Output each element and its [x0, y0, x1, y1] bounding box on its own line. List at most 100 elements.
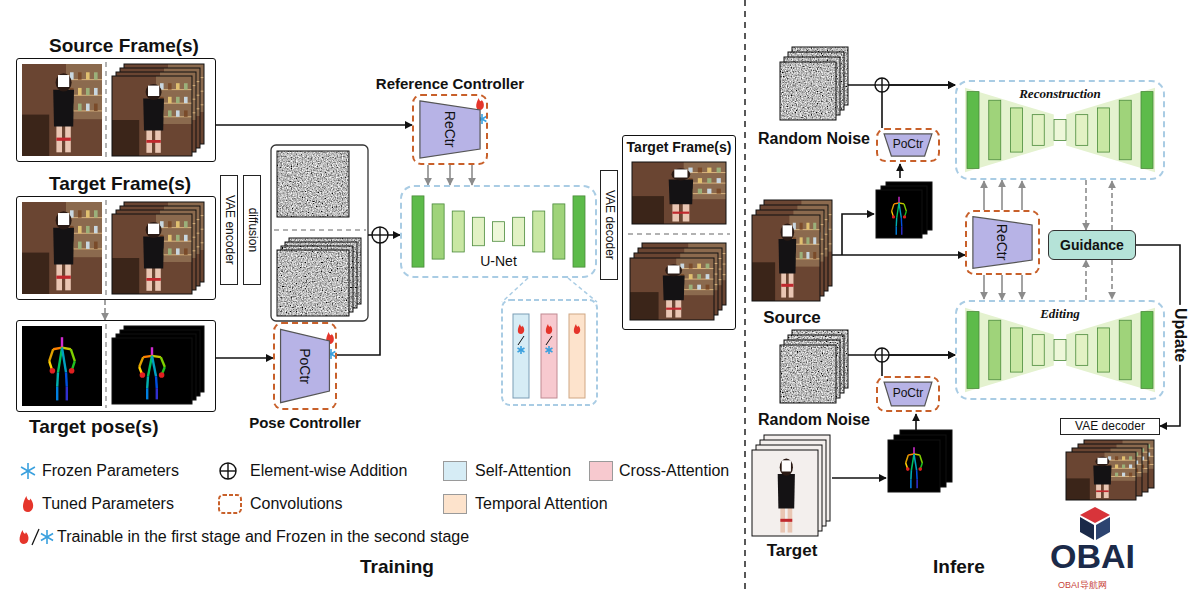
node-label: Random Noise	[758, 130, 870, 148]
bottle	[168, 235, 172, 241]
zoom-box	[502, 300, 597, 405]
convolution-sample	[219, 495, 241, 513]
connector	[216, 124, 412, 126]
bottle	[697, 285, 701, 290]
flow-arrow	[471, 165, 473, 185]
bottle	[94, 104, 98, 111]
addition-symbol	[875, 348, 889, 362]
pose-limb	[155, 376, 158, 388]
pose-ground	[876, 190, 922, 238]
bar-counter	[112, 120, 139, 156]
node-label: ReCtr	[442, 111, 458, 148]
face-mask	[148, 86, 159, 96]
bar-counter	[1066, 478, 1090, 500]
group-divider	[105, 62, 107, 158]
unet-block	[472, 217, 484, 245]
addition-symbol	[227, 463, 228, 479]
bottle	[94, 210, 98, 217]
flame-icon	[546, 324, 552, 334]
bar-counter	[632, 196, 664, 224]
pose-limb	[920, 455, 923, 463]
pose-limb	[71, 349, 75, 361]
bottle	[78, 226, 82, 233]
photo-ground	[630, 258, 714, 320]
photo-ground	[752, 450, 818, 536]
unet-block	[967, 92, 979, 169]
noise-input: Random Noise	[780, 330, 848, 403]
legend-text: Tuned Parameters	[42, 495, 174, 513]
controller-shape	[882, 381, 934, 407]
reference-controller: Reference ControllerReCtr	[412, 94, 488, 165]
bottle	[806, 237, 809, 244]
group-divider	[105, 324, 107, 408]
hair	[780, 459, 793, 476]
hair	[671, 168, 690, 180]
label-slot: Training	[360, 556, 434, 578]
flame-icon	[518, 324, 524, 334]
pose-limb	[139, 357, 143, 367]
pose-limb	[904, 204, 906, 211]
dress	[1093, 465, 1111, 484]
pose-limb	[146, 376, 149, 388]
dress	[53, 228, 74, 265]
bottle	[697, 264, 701, 269]
bottle	[717, 178, 721, 183]
pose-limb	[56, 372, 59, 386]
unet-block	[1032, 335, 1044, 366]
unet-block	[533, 211, 545, 252]
controller-shape	[418, 99, 482, 160]
encoder-funnel	[965, 308, 1054, 392]
text-slot: Source	[752, 308, 832, 328]
stocking-band	[672, 212, 689, 214]
text-slot: VAE decoder	[1061, 419, 1159, 434]
photo-ground	[112, 76, 192, 156]
bottle	[168, 221, 172, 227]
section-title: Infere	[933, 556, 985, 578]
unet-block	[553, 204, 565, 259]
controller-trapezoid	[973, 217, 1032, 269]
group-divider	[274, 229, 366, 231]
pose-limb	[161, 357, 165, 367]
bottle	[176, 83, 180, 89]
pose-limb	[916, 470, 918, 479]
pose-limb	[914, 454, 917, 470]
unet-block	[1119, 100, 1131, 160]
frame-border	[112, 338, 192, 404]
bottle	[94, 72, 98, 79]
bottle	[706, 274, 710, 279]
unet: U-Net	[400, 185, 597, 278]
pose-limb	[146, 388, 148, 399]
pose-hand	[918, 467, 922, 471]
unet-block	[513, 217, 525, 245]
bottle	[94, 242, 98, 249]
attention-bar	[541, 314, 557, 398]
bottle	[176, 97, 180, 103]
controller-trapezoid	[420, 101, 480, 158]
bottle	[689, 264, 693, 269]
snowflake-icon	[41, 534, 53, 541]
pose-hand	[906, 467, 910, 471]
flow-arrow	[1111, 260, 1113, 299]
unet-block	[1011, 108, 1023, 152]
node-label: Reference Controller	[376, 75, 524, 92]
node-label: PoCtr	[297, 348, 313, 384]
pose-ground	[22, 326, 102, 406]
group-divider	[105, 200, 107, 296]
legend-text: Cross-Attention	[619, 462, 729, 480]
slash-mark	[32, 529, 39, 545]
frame-border	[752, 450, 818, 536]
pose-limb	[66, 387, 68, 401]
controller-trapezoid	[884, 382, 932, 406]
flame-icon	[476, 98, 484, 110]
hair	[146, 222, 162, 238]
text-slot: U-Net	[402, 253, 595, 269]
legend-swatch	[443, 494, 467, 514]
bottle	[168, 97, 172, 103]
bottle	[1115, 464, 1118, 468]
unet-block	[1032, 115, 1044, 146]
bottle	[813, 237, 816, 244]
bottle	[184, 221, 188, 227]
frame-border	[888, 440, 940, 492]
bottle	[698, 178, 702, 183]
